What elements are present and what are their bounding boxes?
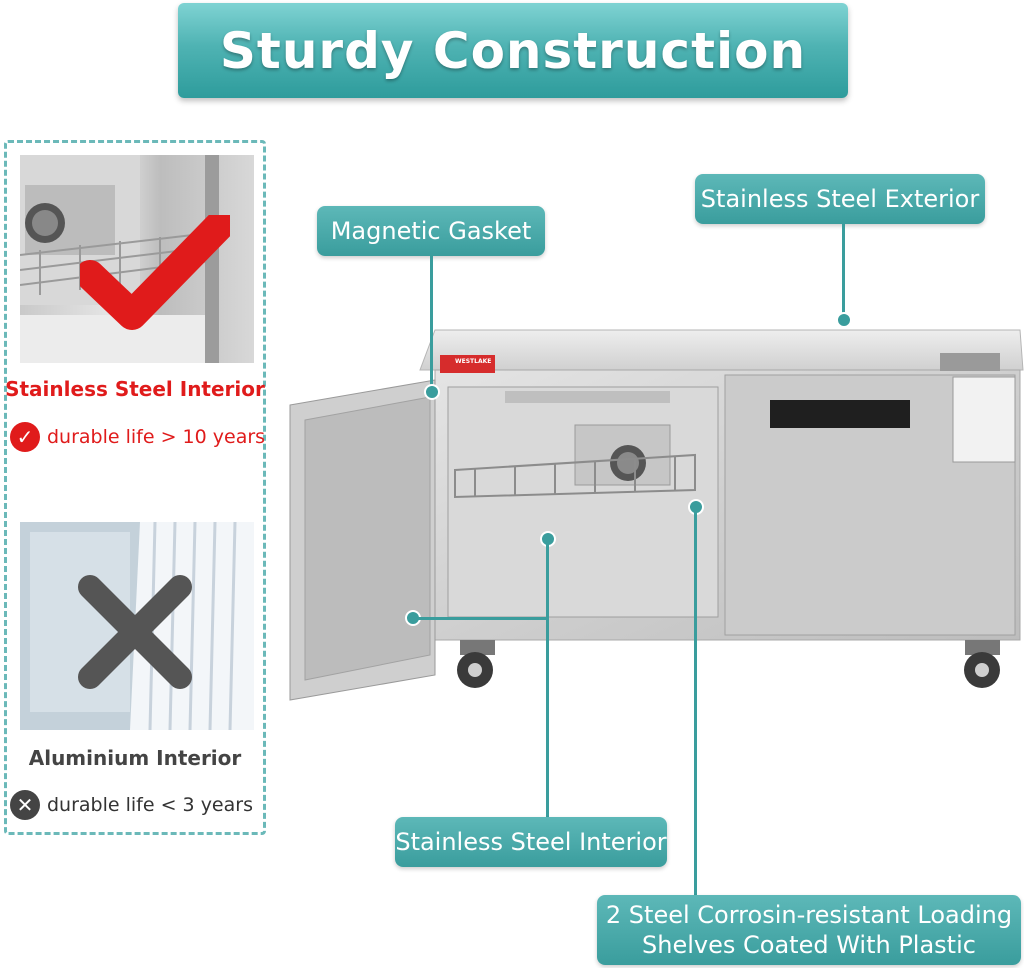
- aluminium-interior-photo: [20, 522, 254, 730]
- callout-exterior-leader: [842, 224, 845, 320]
- callout-shelves-line1: 2 Steel Corrosin-resistant Loading: [605, 901, 1013, 929]
- brand-plate-label: WESTLAKE: [455, 358, 492, 365]
- bad-life-text: durable life < 3 years: [47, 794, 253, 816]
- check-circle-icon: ✓: [10, 422, 40, 452]
- callout-interior-leader: [546, 539, 549, 817]
- callout-exterior: Stainless Steel Exterior: [695, 174, 985, 224]
- title-banner: Sturdy Construction: [178, 3, 848, 98]
- callout-interior: Stainless Steel Interior: [395, 817, 667, 867]
- callout-gasket-leader: [430, 256, 433, 390]
- page-title: Sturdy Construction: [219, 21, 807, 80]
- callout-gasket-pin: [424, 384, 440, 400]
- callout-gasket: Magnetic Gasket: [317, 206, 545, 256]
- callout-shelves-leader: [694, 507, 697, 897]
- stainless-interior-photo: [20, 155, 254, 363]
- x-mark-icon: [78, 575, 192, 689]
- callout-exterior-pin: [836, 312, 852, 328]
- callout-interior-leader-horizontal: [413, 617, 548, 620]
- bad-interior-title: Aluminium Interior: [28, 746, 242, 770]
- good-life-line: ✓ durable life > 10 years: [10, 422, 265, 452]
- good-interior-title: Stainless Steel Interior: [5, 377, 265, 401]
- bad-life-line: ✕ durable life < 3 years: [10, 790, 253, 820]
- good-life-text: durable life > 10 years: [47, 426, 266, 448]
- check-icon: [80, 215, 230, 330]
- callout-shelves-line2: Shelves Coated With Plastic: [642, 931, 976, 959]
- comparison-panel: [4, 140, 266, 835]
- x-circle-icon: ✕: [10, 790, 40, 820]
- callout-shelves: 2 Steel Corrosin-resistant Loading Shelv…: [597, 895, 1021, 965]
- undercounter-refrigerator: [289, 329, 1024, 701]
